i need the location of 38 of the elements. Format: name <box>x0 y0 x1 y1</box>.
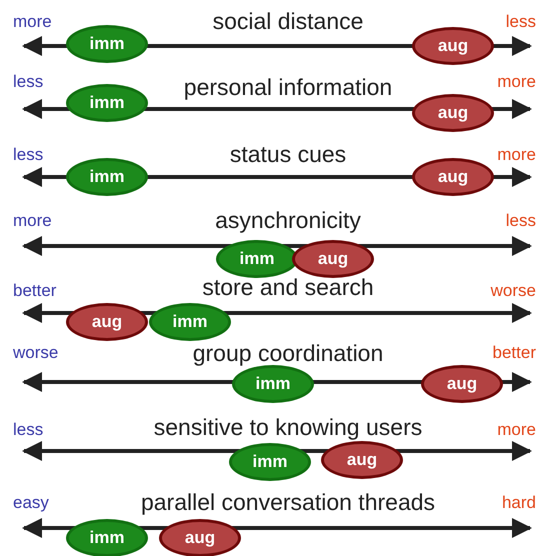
scale-title: asynchronicity <box>215 207 361 233</box>
rating-ellipse: aug <box>159 519 241 556</box>
scale-end-label: better <box>13 281 56 301</box>
scale-end-label: worse <box>490 281 536 301</box>
scale-title: personal information <box>184 74 392 100</box>
scale-end-label: hard <box>502 493 536 513</box>
scale-title: parallel conversation threads <box>140 489 436 515</box>
scale-end-label: easy <box>13 493 49 513</box>
scale-title: status cues <box>230 141 346 167</box>
scale-end-label: more <box>497 145 536 165</box>
rating-ellipse: imm <box>66 519 148 556</box>
scale-title: group coordination <box>192 340 384 366</box>
rating-ellipse: aug <box>421 365 503 403</box>
rating-ellipse: imm <box>232 365 314 403</box>
scale-end-label: better <box>492 343 536 363</box>
scale-end-label: less <box>13 72 44 92</box>
rating-ellipse: aug <box>292 240 374 278</box>
rating-ellipse: imm <box>66 25 148 63</box>
scale-end-label: less <box>13 145 44 165</box>
scale-end-label: more <box>497 420 536 440</box>
rating-ellipse: aug <box>66 303 148 341</box>
rating-ellipse: aug <box>321 441 403 479</box>
scale-end-label: less <box>13 420 44 440</box>
scale-title: sensitive to knowing users <box>154 414 422 440</box>
rating-ellipse: imm <box>229 443 311 481</box>
scale-title: social distance <box>212 8 364 34</box>
rating-ellipse: imm <box>149 303 231 341</box>
scale-end-label: worse <box>13 343 58 363</box>
scale-end-label: less <box>506 12 536 32</box>
scale-end-label: more <box>13 211 52 231</box>
scale-end-label: more <box>497 72 536 92</box>
rating-ellipse: imm <box>66 84 148 122</box>
rating-ellipse: aug <box>412 158 494 196</box>
scale-end-label: less <box>506 211 536 231</box>
scale-end-label: more <box>13 12 52 32</box>
rating-ellipse: imm <box>66 158 148 196</box>
rating-ellipse: aug <box>412 94 494 132</box>
rating-ellipse: aug <box>412 27 494 65</box>
